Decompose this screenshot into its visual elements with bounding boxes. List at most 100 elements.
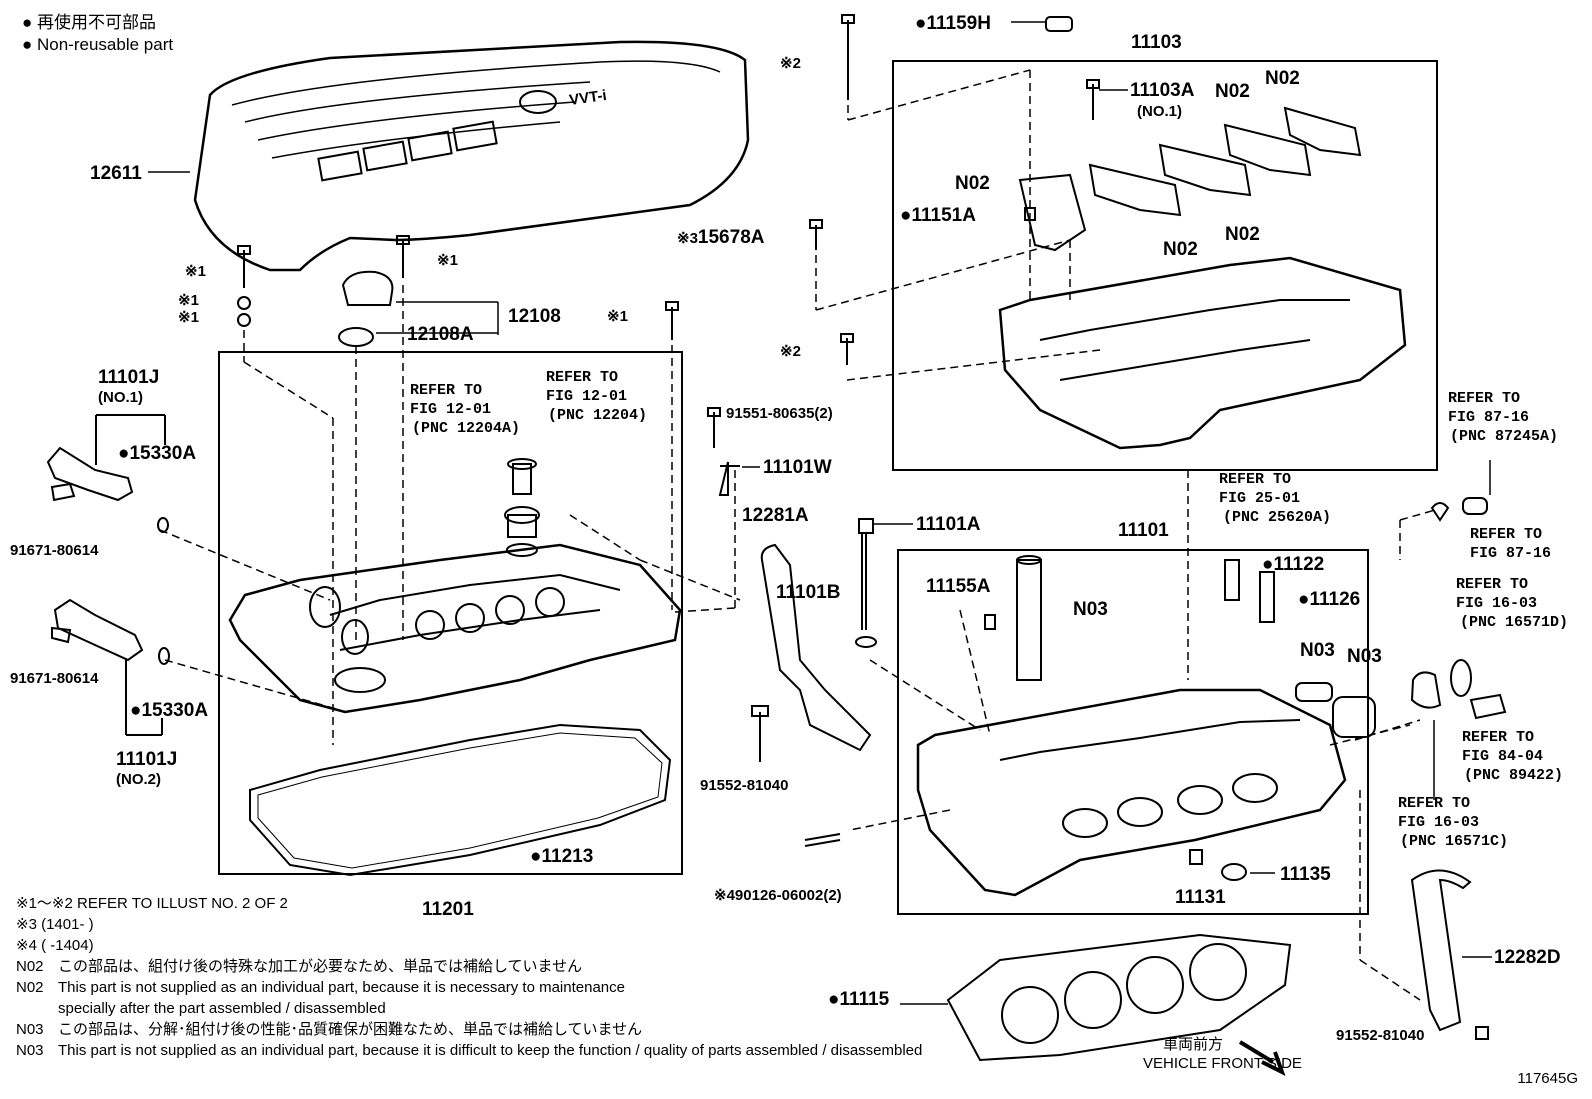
label-15678A: ※315678A [677,227,765,248]
label-11101J-b: 11101J [116,749,177,770]
label-11122: ●11122 [1262,554,1324,575]
vehicle-front-label: 車両前方 VEHICLE FRONT SIDE [1143,1036,1302,1072]
refer-8716-1: REFER TO [1470,526,1542,543]
label-n02-c: N02 [955,173,990,194]
refer-12204A-1: REFER TO [410,382,482,399]
refer-89422-2: FIG 84-04 [1462,748,1543,765]
label-12281A: 12281A [742,505,809,526]
head-cover-gasket [249,723,672,877]
footnotes: ※1～※2 REFER TO ILLUST NO. 2 OF 2 ※3 (140… [16,893,922,1061]
label-11101B: 11101B [776,582,840,603]
label-11101A: 11101A [916,514,981,535]
note-1: ※1～※2 REFER TO ILLUST NO. 2 OF 2 [16,895,288,912]
svg-text:VVT-i: VVT-i [568,87,608,109]
label-s1-d: ※1 [178,309,199,326]
label-11201: 11201 [422,899,474,920]
label-12282D: 12282D [1494,947,1561,968]
label-91552-a: 91552-81040 [700,777,788,794]
cylinder-head-cover [228,543,682,714]
label-11103: 11103 [1131,32,1182,53]
refer-12204A-2: FIG 12-01 [410,401,491,418]
label-s2-b: ※2 [780,343,801,360]
label-11115: ●11115 [828,989,890,1010]
refer-87245A-2: FIG 87-16 [1448,409,1529,426]
label-s1-c: ※1 [178,292,199,309]
label-11151A: ●11151A [900,205,976,226]
label-91671-a: 91671-80614 [10,542,99,559]
vehicle-front-jp: 車両前方 [1163,1036,1224,1053]
head-gasket [946,933,1292,1062]
label-11131: 11131 [1175,887,1226,908]
label-s1-a: ※1 [185,263,206,280]
label-91552-b: 91552-81040 [1336,1027,1424,1044]
camshaft-housing-box [892,60,1438,471]
note-n02-en2: specially after the part assembled / dis… [58,1000,386,1017]
engine-cover [193,40,750,272]
label-12108: 12108 [508,306,561,327]
refer-25620A-3: (PNC 25620A) [1223,509,1331,526]
refer-89422-1: REFER TO [1462,729,1534,746]
label-11103A: 11103A [1130,80,1195,101]
label-11101: 11101 [1118,520,1169,541]
cylinder-head-box [897,549,1369,915]
label-12108A: 12108A [407,324,474,345]
label-n02-b: N02 [1265,68,1300,89]
refer-16571D-1: REFER TO [1456,576,1528,593]
legend-jp-row: ● 再使用不可部品 [22,13,156,32]
refer-16571C-3: (PNC 16571C) [1400,833,1508,850]
cover-group-box [218,351,683,875]
cylinder-head [916,688,1347,897]
label-s1-e: ※1 [607,308,628,325]
label-11135: 11135 [1280,864,1331,885]
camshaft-housing [998,256,1407,450]
refer-12204-1: REFER TO [546,369,618,386]
legend: ● 再使用不可部品 ● Non-reusable part [22,12,173,56]
label-n03-a: N03 [1073,599,1108,620]
refer-25620A-2: FIG 25-01 [1219,490,1300,507]
label-11101W: 11101W [763,457,832,478]
legend-en-row: ● Non-reusable part [22,35,174,54]
figure-id: 117645G [1517,1070,1578,1087]
label-n03-c: N03 [1347,646,1382,667]
label-91551: 91551-80635(2) [726,405,833,422]
refer-12204-3: (PNC 12204) [548,407,647,424]
label-n03-b: N03 [1300,640,1335,661]
vehicle-front-en: VEHICLE FRONT SIDE [1143,1055,1302,1072]
label-15330A-a: ●15330A [118,443,196,464]
label-11101J-a: 11101J [98,367,159,388]
refer-87245A-3: (PNC 87245A) [1450,428,1558,445]
label-no1: (NO.1) [98,389,143,406]
note-2: ※3 (1401- ) [16,916,94,933]
label-11155A: 11155A [926,576,991,597]
label-90126: ※490126-06002(2) [714,887,842,904]
label-s1-b: ※1 [437,252,458,269]
label-no2: (NO.2) [116,771,161,788]
label-11126: ●11126 [1298,589,1360,610]
label-n02-e: N02 [1225,224,1260,245]
refer-16571D-3: (PNC 16571D) [1460,614,1568,631]
refer-25620A-1: REFER TO [1219,471,1291,488]
refer-16571C-2: FIG 16-03 [1398,814,1479,831]
refer-87245A-1: REFER TO [1448,390,1520,407]
label-15330A-b: ●15330A [130,700,208,721]
legend-jp: 再使用不可部品 [37,13,156,32]
legend-en: Non-reusable part [37,35,174,54]
label-no1-b: (NO.1) [1137,103,1182,120]
label-s2-a: ※2 [780,55,801,72]
refer-89422-3: (PNC 89422) [1464,767,1563,784]
label-12611: 12611 [90,163,142,184]
label-91671-b: 91671-80614 [10,670,99,687]
note-3: ※4 ( -1404) [16,937,94,954]
label-n02-a: N02 [1215,81,1250,102]
label-11213: ●11213 [530,846,593,867]
refer-16571C-1: REFER TO [1398,795,1470,812]
refer-12204A-3: (PNC 12204A) [412,420,520,437]
refer-12204-2: FIG 12-01 [546,388,627,405]
refer-8716-2: FIG 87-16 [1470,545,1551,562]
label-n02-d: N02 [1163,239,1198,260]
